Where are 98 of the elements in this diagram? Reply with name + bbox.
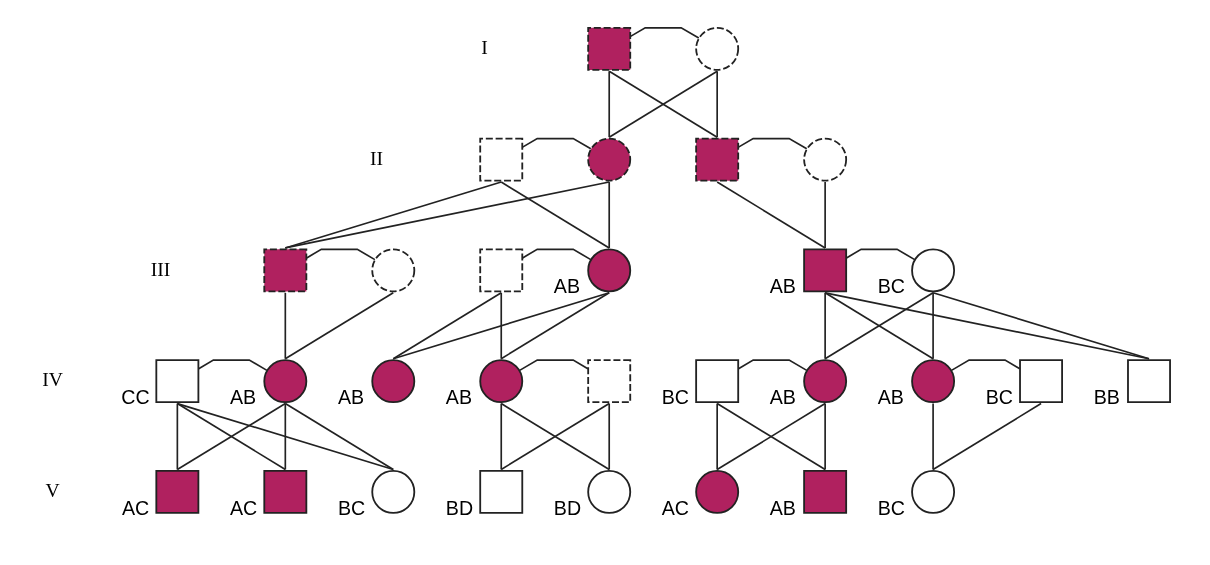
connector: [176, 402, 287, 470]
node-circle: [803, 358, 848, 403]
node-box: [695, 137, 740, 182]
node-circle: [371, 358, 416, 403]
connector: [932, 402, 934, 470]
connector: [824, 402, 826, 470]
node-label: BC: [337, 496, 366, 519]
connector: [392, 291, 611, 360]
connector: [521, 248, 592, 260]
node-circle: [911, 358, 956, 403]
connector: [392, 291, 503, 360]
connector: [932, 402, 1042, 470]
connector: [824, 291, 934, 360]
label: V: [45, 479, 60, 501]
node-label: AB: [553, 274, 580, 297]
label: I: [481, 36, 488, 58]
connector: [284, 402, 395, 470]
node-box: [155, 358, 200, 403]
connector: [716, 69, 718, 138]
node-box: [263, 247, 308, 292]
node-box: [479, 247, 524, 292]
node-box: [1019, 358, 1063, 403]
node-label: CC: [121, 385, 150, 408]
connector: [521, 137, 592, 150]
node-circle: [695, 26, 740, 71]
node-label: AC: [661, 496, 690, 519]
connector: [932, 291, 934, 360]
connector: [518, 358, 589, 371]
node-box: [803, 247, 848, 292]
node-label: BC: [985, 385, 1013, 408]
connector: [845, 248, 916, 260]
connector: [608, 69, 718, 138]
node-circle: [695, 469, 740, 514]
connector: [737, 358, 808, 371]
node-circle: [587, 247, 632, 292]
connector: [950, 358, 1021, 371]
connector: [284, 180, 503, 249]
node-circle: [371, 469, 416, 514]
node-label: BD: [553, 496, 582, 519]
connector: [197, 358, 268, 371]
connector: [824, 291, 1150, 360]
node-circle: [911, 469, 956, 514]
node-label: BC: [877, 496, 905, 519]
connector: [500, 402, 503, 470]
node-label: AB: [769, 496, 796, 519]
connector: [500, 291, 503, 360]
connector: [176, 402, 179, 470]
connector: [284, 291, 287, 360]
node-label: BB: [1093, 385, 1120, 408]
connector: [284, 402, 287, 470]
connector: [824, 291, 826, 360]
connector: [824, 180, 826, 249]
node-label: BC: [877, 274, 905, 297]
node-circle: [479, 358, 524, 403]
node-label: BD: [445, 496, 474, 519]
node-box: [479, 137, 524, 182]
node-box: [587, 358, 632, 403]
connector: [284, 291, 395, 360]
node-label: AB: [769, 385, 796, 408]
connector: [176, 402, 395, 470]
connector: [608, 69, 611, 138]
connector: [500, 180, 611, 249]
connector: [716, 180, 826, 249]
node-label: AB: [229, 385, 257, 408]
node-box: [1127, 358, 1171, 403]
node-circle: [911, 247, 956, 292]
node-label: AC: [121, 496, 150, 519]
node-box: [155, 469, 200, 514]
node-box: [587, 26, 632, 71]
label: IV: [42, 368, 63, 390]
connector: [716, 402, 718, 470]
connector: [284, 180, 611, 249]
connector: [305, 248, 376, 260]
connector: [608, 402, 611, 470]
label: III: [150, 258, 171, 280]
connector: [629, 26, 700, 39]
node-circle: [371, 247, 416, 292]
connector: [500, 291, 611, 360]
connector: [932, 291, 1150, 360]
node-circle: [803, 137, 848, 182]
label: II: [369, 147, 383, 169]
node-box: [479, 469, 524, 514]
node-circle: [263, 358, 308, 403]
node-label: AB: [337, 385, 365, 408]
node-box: [803, 469, 848, 514]
node-label: AB: [445, 385, 473, 408]
node-label: AB: [769, 274, 796, 297]
node-label: AC: [229, 496, 258, 519]
node-box: [695, 358, 740, 403]
connector: [737, 137, 808, 150]
node-label: AB: [877, 385, 904, 408]
connector: [500, 402, 611, 470]
connector: [608, 180, 611, 249]
node-box: [263, 469, 308, 514]
connector: [716, 402, 826, 470]
node-circle: [587, 469, 632, 514]
node-circle: [587, 137, 632, 182]
node-label: BC: [661, 385, 690, 408]
